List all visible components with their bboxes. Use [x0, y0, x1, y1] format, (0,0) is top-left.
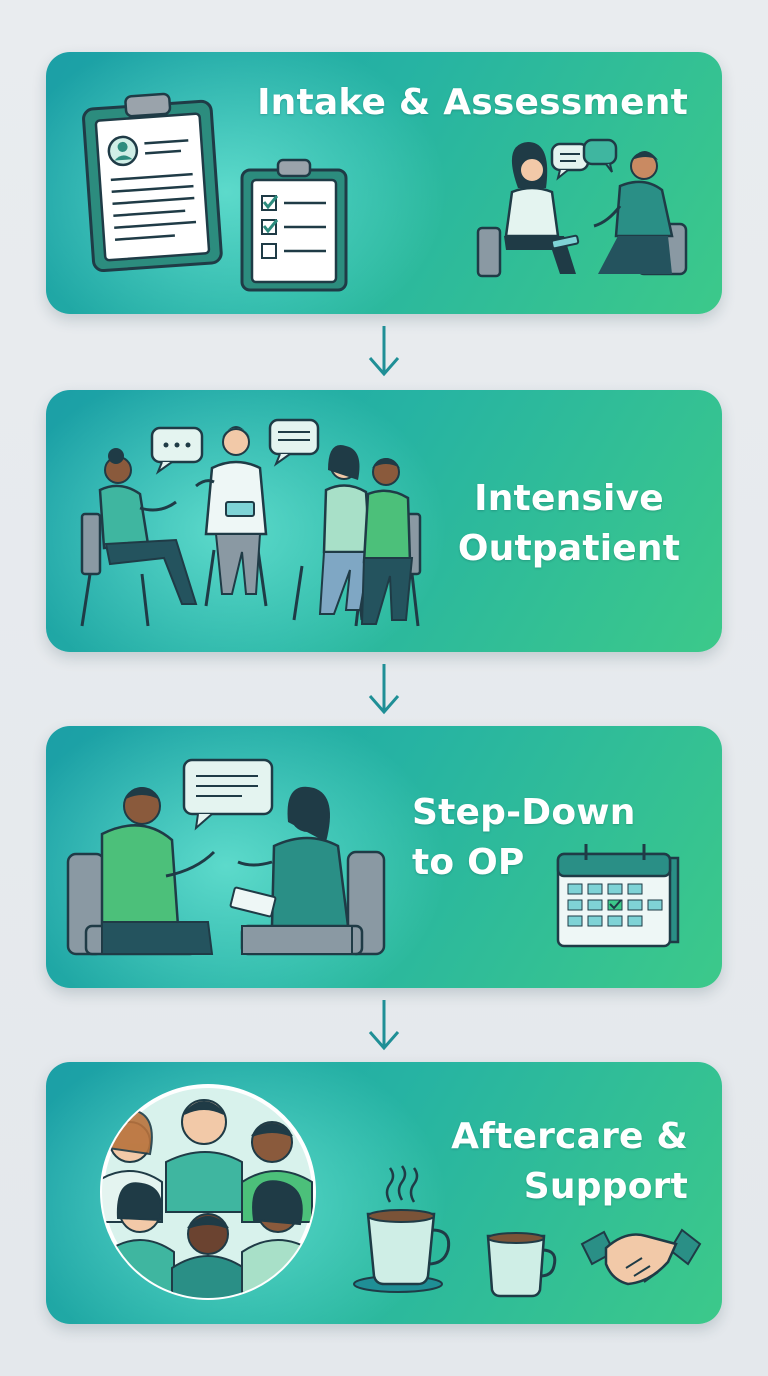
step-title-line1: Step-Down: [412, 792, 636, 833]
step-card-step-down: Step-Down to OP: [46, 726, 722, 988]
step-title: Intensive Outpatient: [446, 474, 692, 574]
clipboard-profile-icon: [82, 92, 223, 273]
one-on-one-illustration: [66, 758, 680, 956]
handshake-icon: [580, 1228, 702, 1286]
calendar-icon: [556, 844, 680, 948]
coffee-cup-icon: [353, 1165, 557, 1298]
step-title-line2: Outpatient: [457, 528, 681, 569]
group-therapy-illustration: [80, 418, 422, 627]
consultation-icon: [476, 138, 688, 278]
step-card-aftercare: Aftercare & Support: [46, 1062, 722, 1324]
down-arrow-icon: [368, 1000, 400, 1051]
down-arrow-icon: [368, 326, 400, 377]
step-title: Intake & Assessment: [257, 82, 688, 123]
step-card-intensive-outpatient: Intensive Outpatient: [46, 390, 722, 652]
step-title-line1: Intensive: [474, 478, 664, 519]
step-title-line2: to OP: [412, 842, 525, 883]
step-title: Aftercare & Support: [388, 1112, 688, 1212]
intake-illustration: [82, 92, 688, 292]
checklist-clipboard-icon: [240, 158, 348, 292]
step-title-line2: Support: [523, 1166, 688, 1207]
step-title-line1: Aftercare &: [451, 1116, 688, 1157]
down-arrow-icon: [368, 664, 400, 715]
aftercare-illustration: [100, 1084, 702, 1300]
group-therapy-icon: [80, 418, 422, 627]
community-circle-icon: [100, 1084, 316, 1300]
step-title: Step-Down to OP: [412, 788, 672, 888]
step-card-intake: Intake & Assessment: [46, 52, 722, 314]
one-on-one-session-icon: [66, 758, 386, 956]
